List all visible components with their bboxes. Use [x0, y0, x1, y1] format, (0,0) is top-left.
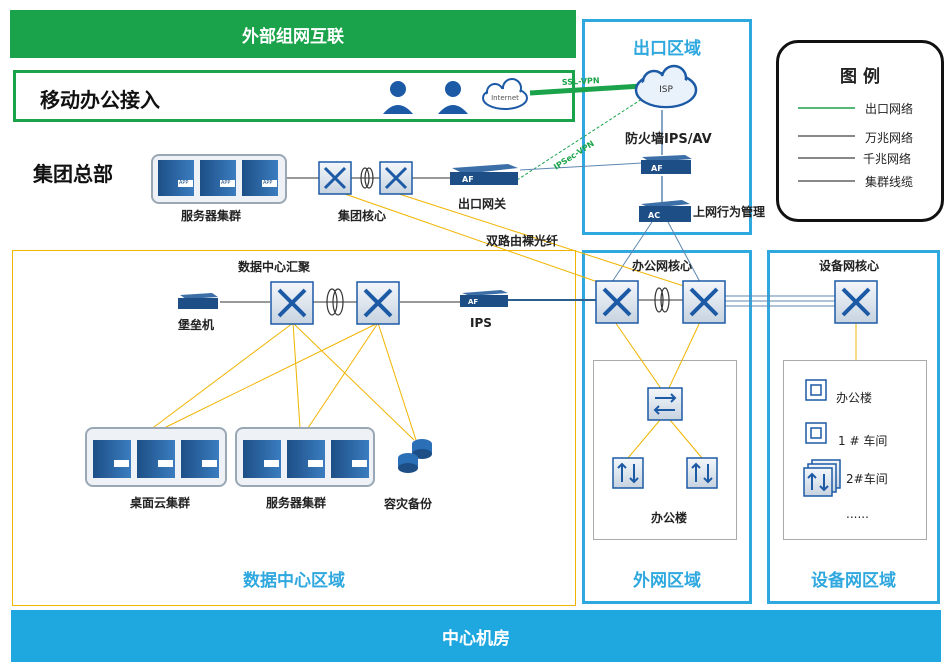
external-interconnect-bar: 外部组网互联 — [10, 10, 576, 58]
legend-title: 图 例 — [840, 67, 880, 87]
bastion-host-icon — [178, 293, 218, 309]
central-room-bar: 中心机房 — [11, 610, 941, 662]
device-workshop1-icon — [805, 422, 827, 444]
behavior-ac-icon: AC — [639, 200, 691, 222]
mobile-office-panel — [13, 70, 575, 122]
device-office-icon — [805, 379, 827, 401]
dc-server-cluster — [235, 427, 375, 487]
hq-label: 集团总部 — [33, 162, 113, 186]
legend-10g-label: 万兆网络 — [865, 131, 914, 145]
svg-text:AC: AC — [648, 211, 660, 220]
dc-server-cluster-label: 服务器集群 — [266, 496, 327, 510]
dc-aggregation-label: 数据中心汇聚 — [238, 260, 311, 274]
svg-text:AF: AF — [651, 164, 663, 173]
office-access-switch-icon — [612, 457, 644, 489]
user-icon — [383, 81, 413, 114]
exit-gateway-label: 出口网关 — [458, 197, 507, 211]
device-core-label: 设备网核心 — [819, 259, 880, 273]
behavior-management-label: 上网行为管理 — [693, 205, 766, 219]
device-workshop2-icon — [803, 459, 841, 497]
ssl-vpn-label: SSL-VPN — [562, 76, 600, 87]
svg-text:AF: AF — [468, 298, 478, 306]
disaster-backup-icon — [398, 439, 432, 473]
isp-cloud-icon: ISP — [634, 64, 698, 109]
ipsec-vpn-link — [516, 96, 646, 181]
datacenter-zone — [12, 250, 576, 606]
device-item-workshop1: 1 # 车间 — [838, 434, 888, 448]
exit-zone — [582, 19, 752, 235]
desktop-cloud-cluster — [85, 427, 227, 487]
device-net-zone — [767, 250, 940, 604]
device-item-more: ...... — [846, 507, 869, 521]
fiber-link-label: 双路由裸光纤 — [486, 234, 559, 248]
mobile-office-label: 移动办公接入 — [40, 88, 160, 112]
bastion-label: 堡垒机 — [178, 318, 215, 332]
office-building-label: 办公楼 — [651, 511, 688, 525]
user-icon — [438, 81, 468, 114]
server-app-tag: APP — [221, 180, 231, 186]
dc-aggregation-stack-ring — [326, 288, 338, 316]
external-zone — [582, 250, 752, 604]
device-item-office: 办公楼 — [836, 391, 873, 405]
datacenter-zone-title: 数据中心区域 — [243, 571, 345, 591]
office-access-switch-icon — [686, 457, 718, 489]
office-aggregation-switch-icon — [647, 387, 683, 421]
server-app-tag: APP — [263, 180, 273, 186]
office-core-stack-ring — [654, 287, 664, 313]
isp-label: ISP — [659, 85, 673, 95]
legend-cluster-label: 集群线缆 — [865, 175, 914, 189]
hq-core-stack-ring — [360, 167, 370, 189]
desktop-cluster-label: 桌面云集群 — [130, 496, 191, 510]
hq-core-switch-icon — [318, 161, 352, 195]
ips-label: IPS — [470, 316, 492, 330]
server-app-tag: APP — [179, 180, 189, 186]
device-core-switch-icon — [834, 280, 878, 324]
exit-zone-title: 出口区域 — [633, 39, 701, 59]
external-interconnect-label: 外部组网互联 — [242, 26, 344, 47]
external-zone-title: 外网区域 — [633, 571, 701, 591]
device-item-workshop2: 2#车间 — [846, 472, 888, 486]
legend-box — [776, 40, 944, 222]
office-core-label: 办公网核心 — [632, 259, 693, 273]
internet-cloud-icon: Internet — [482, 78, 528, 110]
hq-server-cluster — [151, 154, 287, 204]
central-room-label: 中心机房 — [442, 628, 510, 649]
exit-gateway-af-icon: AF — [450, 164, 518, 185]
dc-aggregation-switch-icon — [356, 281, 400, 325]
firewall-af-icon: AF — [641, 155, 692, 174]
office-core-switch-icon — [595, 280, 639, 324]
links — [149, 83, 857, 459]
ssl-vpn-link — [529, 83, 643, 96]
office-core-switch-icon — [682, 280, 726, 324]
hq-server-cluster-label: 服务器集群 — [181, 209, 242, 223]
svg-text:AF: AF — [462, 175, 474, 184]
backup-label: 容灾备份 — [384, 497, 433, 511]
device-list-box — [783, 360, 927, 540]
legend-1g-label: 千兆网络 — [863, 152, 912, 166]
hq-core-switch-icon — [379, 161, 413, 195]
ips-af-icon: AF — [460, 290, 508, 307]
hq-core-label: 集团核心 — [338, 209, 387, 223]
firewall-label: 防火墙IPS/AV — [625, 132, 712, 147]
device-net-zone-title: 设备网区域 — [811, 571, 896, 591]
legend-exit-label: 出口网络 — [865, 102, 914, 116]
dc-aggregation-switch-icon — [270, 281, 314, 325]
internet-cloud-label: Internet — [491, 94, 519, 102]
office-building-box — [593, 360, 737, 540]
